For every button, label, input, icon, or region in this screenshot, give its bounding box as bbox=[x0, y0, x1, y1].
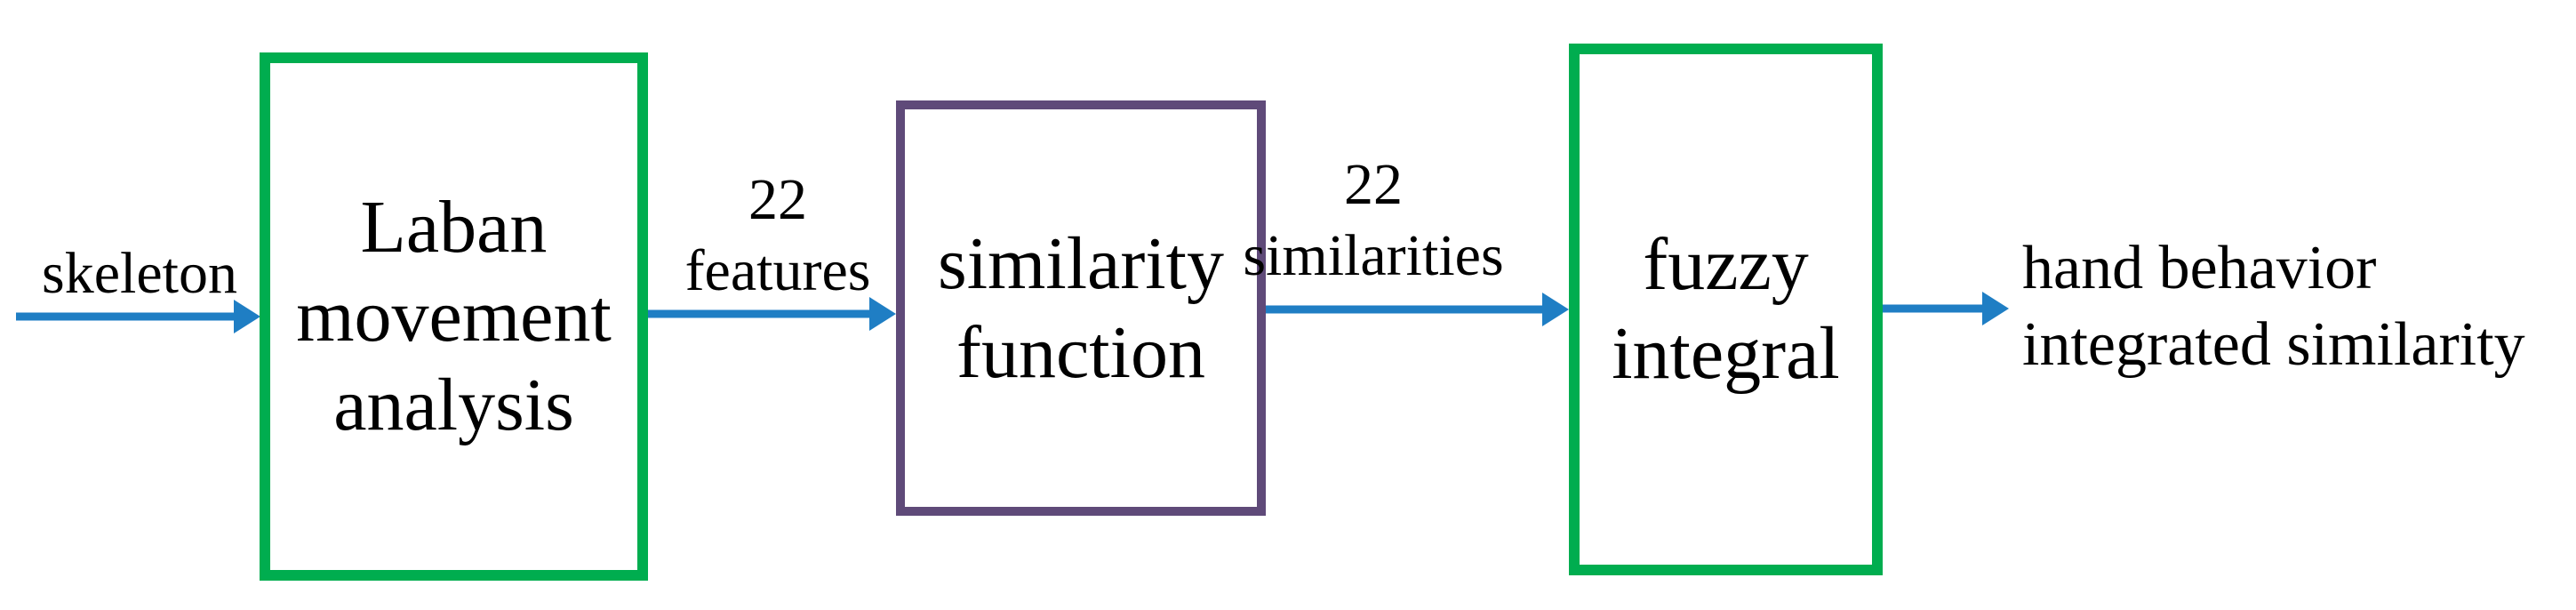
arrow-input-to-laban bbox=[16, 300, 260, 333]
box-label-line: function bbox=[956, 310, 1205, 394]
arrow-fuzzy-to-output bbox=[1883, 292, 2009, 325]
box-label-line: Laban bbox=[360, 186, 548, 269]
box-laban-movement-analysis: Laban movement analysis bbox=[260, 52, 648, 581]
edge-label-line: features bbox=[684, 238, 871, 303]
edge-label-output: hand behavior integrated similarity bbox=[2022, 230, 2525, 383]
arrow-laban-to-similarity bbox=[648, 297, 896, 331]
arrow-shaft bbox=[1883, 304, 1989, 313]
edge-label-line: skeleton bbox=[42, 241, 237, 306]
arrow-similarity-to-fuzzy bbox=[1266, 293, 1569, 326]
box-similarity-function: similarity function bbox=[896, 100, 1266, 516]
box-label: fuzzy integral bbox=[1612, 221, 1840, 398]
box-label-line: fuzzy bbox=[1643, 223, 1809, 306]
edge-label-22-similarities: 22 similarities bbox=[1243, 149, 1503, 292]
box-label-line: analysis bbox=[333, 364, 574, 446]
edge-label-line: 22 bbox=[748, 167, 807, 232]
edge-label-line: 22 bbox=[1343, 152, 1403, 217]
arrowhead-icon bbox=[1982, 292, 2009, 325]
box-label-line: similarity bbox=[938, 221, 1224, 305]
box-fuzzy-integral: fuzzy integral bbox=[1569, 44, 1883, 575]
arrow-shaft bbox=[16, 312, 241, 321]
edge-label-line: similarities bbox=[1243, 223, 1504, 288]
arrow-shaft bbox=[648, 309, 876, 318]
arrowhead-icon bbox=[234, 300, 260, 333]
box-label-line: integral bbox=[1612, 312, 1840, 395]
edge-label-line: hand behavior bbox=[2022, 234, 2377, 302]
edge-label-22-features: 22 features bbox=[685, 165, 871, 307]
edge-label-line: integrated similarity bbox=[2022, 310, 2525, 379]
arrow-shaft bbox=[1266, 305, 1549, 314]
box-label: Laban movement analysis bbox=[296, 183, 612, 450]
arrowhead-icon bbox=[1542, 293, 1569, 326]
arrowhead-icon bbox=[869, 297, 896, 331]
edge-label-skeleton: skeleton bbox=[42, 238, 237, 309]
box-label-line: movement bbox=[296, 275, 612, 357]
box-label: similarity function bbox=[938, 220, 1224, 397]
